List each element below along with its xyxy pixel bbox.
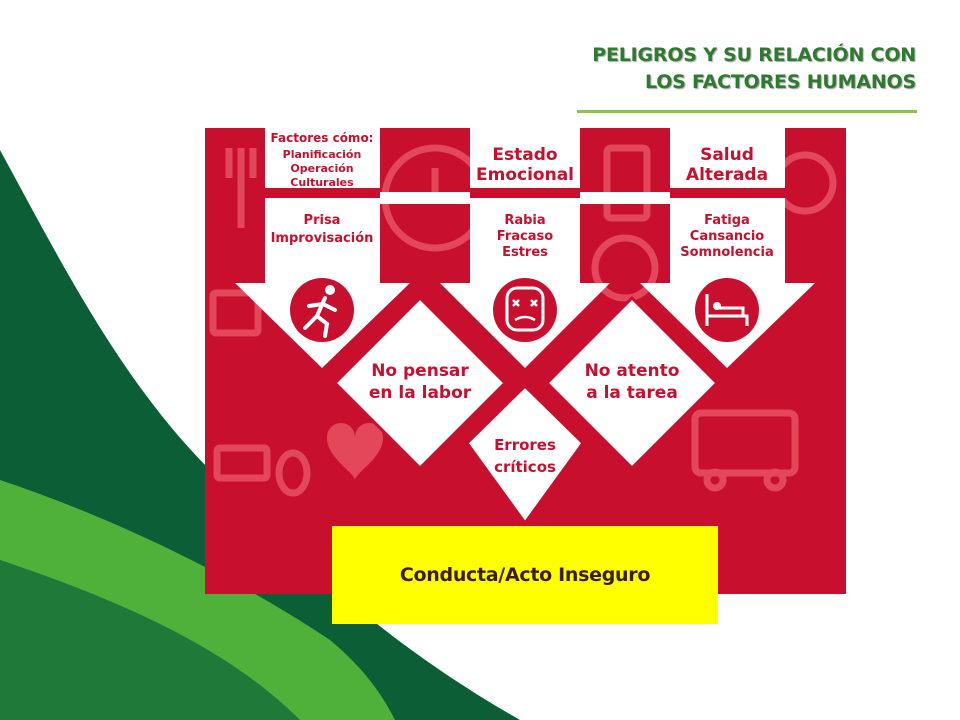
slide-title-line2: LOS FACTORES HUMANOS bbox=[644, 71, 916, 93]
col1-header-1: Planificación bbox=[283, 148, 362, 161]
light-green-swoosh bbox=[0, 480, 395, 720]
diamond-center bbox=[465, 383, 585, 526]
col2-cause-0: Rabia bbox=[504, 213, 545, 228]
col3-cause-1: Cansancio bbox=[690, 229, 764, 244]
result-right-1: a la tarea bbox=[586, 383, 678, 403]
slide-title: PELIGROS Y SU RELACIÓN CON LOS FACTORES … bbox=[592, 42, 916, 96]
col3-cause-0: Fatiga bbox=[704, 213, 750, 228]
result-center-1: críticos bbox=[494, 458, 556, 476]
result-right-0: No atento bbox=[585, 361, 680, 381]
outcome-label: Conducta/Acto Inseguro bbox=[399, 564, 651, 586]
outcome-box: Conducta/Acto Inseguro bbox=[332, 526, 718, 624]
col2-header-0: Estado bbox=[492, 145, 557, 165]
divider-1 bbox=[265, 188, 380, 198]
col3-header-1: Alterada bbox=[686, 165, 768, 185]
slide-title-line1: PELIGROS Y SU RELACIÓN CON bbox=[592, 44, 916, 66]
calculator-icon bbox=[603, 144, 651, 222]
col2-header-1: Emocional bbox=[476, 165, 574, 185]
monitor-icon bbox=[209, 289, 262, 337]
result-left-0: No pensar bbox=[371, 361, 469, 381]
bus-icon bbox=[691, 409, 799, 477]
diamond-right bbox=[544, 295, 720, 471]
col1-header-2: Operación bbox=[290, 162, 353, 175]
mid-green-swoosh bbox=[0, 560, 300, 720]
col1-header-0: Factores cómo: bbox=[271, 131, 374, 145]
running-person-icon bbox=[290, 278, 354, 342]
col2-cause-2: Estres bbox=[502, 245, 548, 260]
col3-cause-2: Somnolencia bbox=[680, 245, 774, 260]
col1-cause-0: Prisa bbox=[304, 213, 341, 228]
hazard-factors-diagram: Factores cómo: Planificación Operación C… bbox=[205, 128, 846, 594]
result-center-0: Errores bbox=[494, 436, 556, 454]
result-left-1: en la labor bbox=[369, 383, 472, 403]
diamond-left bbox=[332, 295, 508, 471]
keyboard-icon bbox=[213, 444, 271, 482]
divider-3 bbox=[670, 188, 785, 198]
fan-icon bbox=[591, 234, 659, 302]
stressed-face-icon bbox=[493, 278, 557, 342]
col3-header-0: Salud bbox=[700, 145, 754, 165]
cutlery-icon bbox=[225, 148, 257, 228]
col1-cause-1: Improvisación bbox=[271, 231, 374, 246]
heart-icon bbox=[327, 423, 383, 480]
col2-cause-1: Fracaso bbox=[497, 229, 553, 244]
mouse-icon bbox=[275, 449, 311, 497]
bed-icon bbox=[695, 278, 759, 342]
col1-header-3: Culturales bbox=[290, 176, 354, 189]
title-underline bbox=[577, 110, 917, 113]
divider-2 bbox=[470, 188, 580, 198]
